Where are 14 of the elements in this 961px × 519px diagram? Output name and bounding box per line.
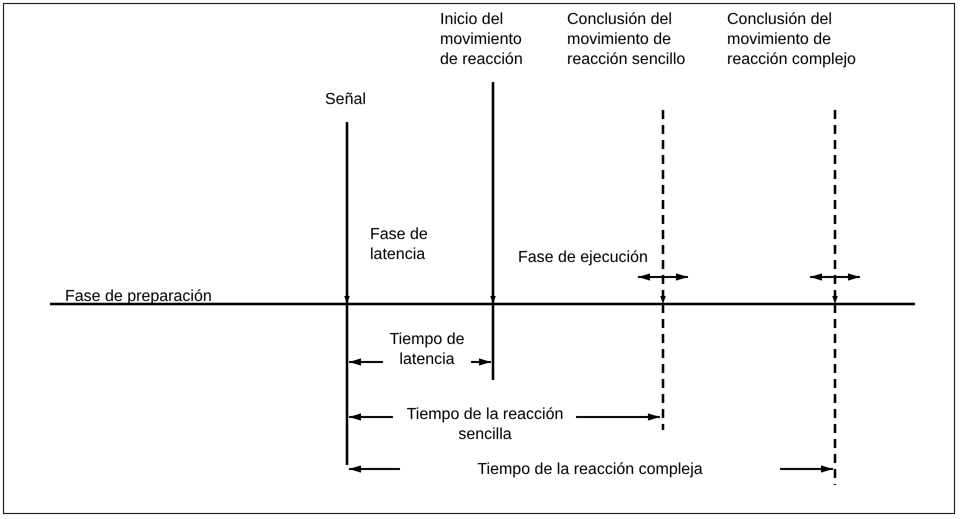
event-label: Inicio del movimiento de reacción xyxy=(440,10,540,70)
arrow xyxy=(832,110,838,304)
arrow xyxy=(344,122,350,304)
phase-label: Fase de preparación xyxy=(65,287,213,307)
event-label: Conclusión del movimiento de reacción sencillo xyxy=(567,10,707,70)
arrow xyxy=(660,110,666,304)
event-label: Conclusión del movimiento de reacción complejo xyxy=(727,10,867,70)
phase-label: Fase de latencia xyxy=(370,225,429,265)
arrow xyxy=(490,82,496,304)
time-label: Tiempo de la reacción sencilla xyxy=(406,405,564,445)
event-label: Señal xyxy=(325,90,385,110)
time-label: Tiempo de la reacción compleja xyxy=(476,460,704,480)
phase-label: Fase de ejecución xyxy=(518,248,649,268)
time-label: Tiempo de latencia xyxy=(388,330,466,370)
